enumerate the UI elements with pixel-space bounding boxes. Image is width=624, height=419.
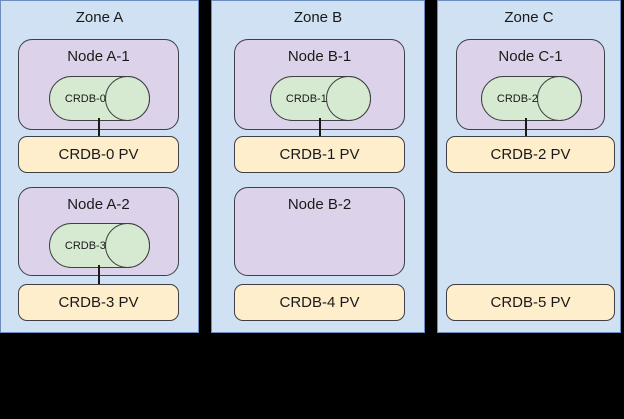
pv-crdb-4[interactable]: CRDB-4 PV — [234, 284, 405, 321]
node-b-2-title: Node B-2 — [287, 196, 352, 213]
node-a-2-title: Node A-2 — [67, 196, 130, 213]
zone-c-title: Zone C — [504, 9, 554, 26]
pv-crdb-1-label: CRDB-1 PV — [279, 146, 360, 163]
pv-crdb-0[interactable]: CRDB-0 PV — [18, 136, 179, 173]
zone-a[interactable]: Zone A Node A-1 CRDB-0 CRDB-0 PV Node A-… — [0, 0, 199, 333]
zone-c[interactable]: Zone C Node C-1 CRDB-2 CRDB-2 PV CRDB-5 … — [437, 0, 621, 333]
node-c-1[interactable]: Node C-1 CRDB-2 — [456, 39, 605, 130]
node-a-1[interactable]: Node A-1 CRDB-0 — [18, 39, 179, 130]
node-a-2[interactable]: Node A-2 CRDB-3 — [18, 187, 179, 276]
connector-crdb-3 — [98, 265, 100, 285]
pod-crdb-2[interactable]: CRDB-2 — [481, 76, 582, 121]
node-b-1-title: Node B-1 — [287, 48, 352, 65]
connector-crdb-2 — [525, 118, 527, 137]
pv-crdb-3-label: CRDB-3 PV — [58, 294, 139, 311]
pod-crdb-0[interactable]: CRDB-0 — [49, 76, 150, 121]
zone-b-title: Zone B — [293, 9, 343, 26]
connector-crdb-1 — [319, 118, 321, 137]
pv-crdb-5[interactable]: CRDB-5 PV — [446, 284, 615, 321]
connector-crdb-0 — [98, 118, 100, 137]
pv-crdb-2-label: CRDB-2 PV — [490, 146, 571, 163]
pv-crdb-1[interactable]: CRDB-1 PV — [234, 136, 405, 173]
pod-crdb-3[interactable]: CRDB-3 — [49, 223, 150, 268]
pv-crdb-2[interactable]: CRDB-2 PV — [446, 136, 615, 173]
node-c-1-title: Node C-1 — [498, 48, 563, 65]
pv-crdb-5-label: CRDB-5 PV — [490, 294, 571, 311]
node-a-1-title: Node A-1 — [67, 48, 130, 65]
pv-crdb-4-label: CRDB-4 PV — [279, 294, 360, 311]
pv-crdb-0-label: CRDB-0 PV — [58, 146, 139, 163]
zone-a-title: Zone A — [75, 9, 124, 26]
pv-crdb-3[interactable]: CRDB-3 PV — [18, 284, 179, 321]
node-b-2[interactable]: Node B-2 — [234, 187, 405, 276]
pod-crdb-1[interactable]: CRDB-1 — [270, 76, 371, 121]
node-b-1[interactable]: Node B-1 CRDB-1 — [234, 39, 405, 130]
zone-b[interactable]: Zone B Node B-1 CRDB-1 CRDB-1 PV Node B-… — [211, 0, 425, 333]
